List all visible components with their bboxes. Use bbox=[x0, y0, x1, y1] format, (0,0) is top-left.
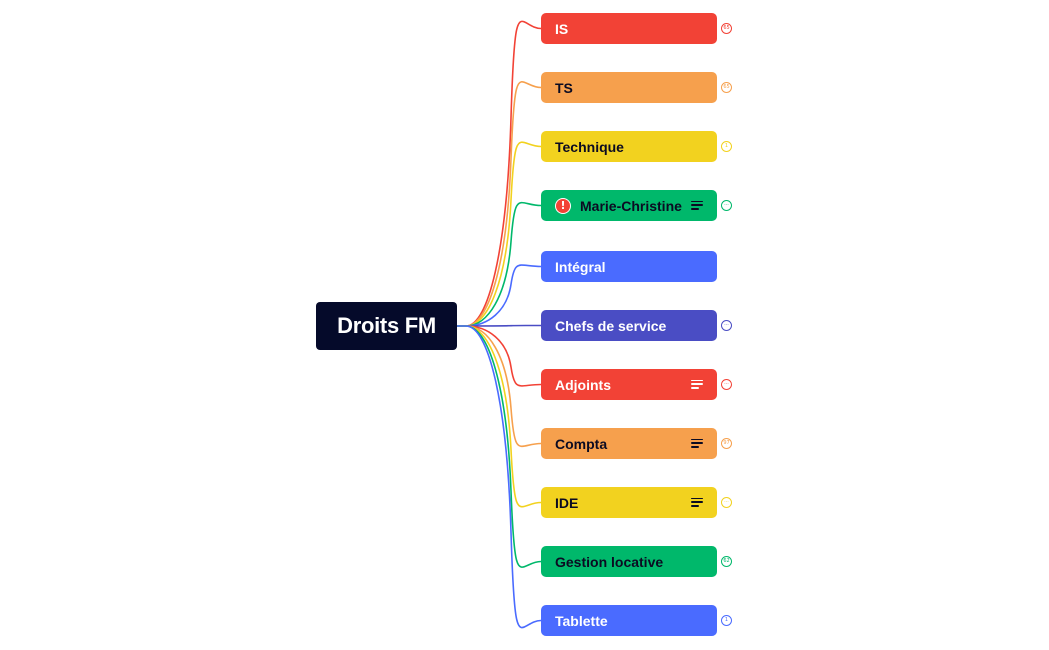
branch-connector bbox=[457, 201, 542, 327]
branch-topic-label: TS bbox=[555, 79, 573, 96]
branch-connector bbox=[457, 324, 542, 327]
root-topic-label: Droits FM bbox=[337, 313, 436, 338]
notes-icon[interactable] bbox=[691, 200, 703, 211]
branch-connector bbox=[457, 325, 542, 387]
collapse-badge[interactable]: 65 bbox=[721, 23, 732, 34]
branch-topic-label: IDE bbox=[555, 494, 579, 511]
branch-connector bbox=[457, 141, 542, 327]
alert-icon: ! bbox=[555, 197, 571, 214]
branch-connector bbox=[457, 325, 542, 629]
branch-connector bbox=[457, 325, 542, 448]
collapse-badge[interactable]: 97 bbox=[721, 438, 732, 449]
collapse-badge[interactable]: 65 bbox=[721, 82, 732, 93]
branch-topic-label: Gestion locative bbox=[555, 553, 664, 570]
branch-topic-label: Intégral bbox=[555, 258, 606, 275]
branch-topic-label: Adjoints bbox=[555, 376, 611, 393]
branch-topic[interactable]: Compta bbox=[541, 428, 717, 459]
notes-icon[interactable] bbox=[691, 438, 703, 449]
branch-topic[interactable]: Chefs de service bbox=[541, 310, 717, 341]
branch-topic[interactable]: IDE bbox=[541, 487, 717, 518]
collapse-badge[interactable]: ··· bbox=[721, 379, 732, 390]
root-topic[interactable]: Droits FM bbox=[316, 302, 457, 350]
collapse-badge[interactable]: ··· bbox=[721, 320, 732, 331]
branch-topic[interactable]: Intégral bbox=[541, 251, 717, 282]
branch-topic[interactable]: Gestion locative bbox=[541, 546, 717, 577]
alert-symbol: ! bbox=[556, 198, 570, 213]
collapse-badge[interactable]: 1 bbox=[721, 615, 732, 626]
branch-topic[interactable]: Tablette bbox=[541, 605, 717, 636]
branch-connector bbox=[457, 325, 542, 568]
branch-connector bbox=[457, 264, 542, 327]
branch-connector bbox=[457, 325, 542, 508]
notes-icon[interactable] bbox=[691, 379, 703, 390]
branch-connector bbox=[457, 20, 542, 327]
branch-topic[interactable]: Technique bbox=[541, 131, 717, 162]
branch-topic-label: Marie-Christine bbox=[580, 197, 682, 214]
branch-topic[interactable]: IS bbox=[541, 13, 717, 44]
branch-connector bbox=[457, 81, 542, 327]
branch-topic-label: IS bbox=[555, 20, 569, 37]
collapse-badge[interactable]: ··· bbox=[721, 497, 732, 508]
branch-topic[interactable]: TS bbox=[541, 72, 717, 103]
branch-topic[interactable]: Adjoints bbox=[541, 369, 717, 400]
branch-topic-label: Technique bbox=[555, 138, 624, 155]
branch-topic-label: Compta bbox=[555, 435, 608, 452]
collapse-badge[interactable]: 62 bbox=[721, 556, 732, 567]
branch-topic-label: Chefs de service bbox=[555, 317, 667, 334]
branch-topic[interactable]: ! Marie-Christine bbox=[541, 190, 717, 221]
branch-topic-label: Tablette bbox=[555, 612, 608, 629]
collapse-badge[interactable]: 1 bbox=[721, 141, 732, 152]
notes-icon[interactable] bbox=[691, 497, 703, 508]
collapse-badge[interactable]: ··· bbox=[721, 200, 732, 211]
